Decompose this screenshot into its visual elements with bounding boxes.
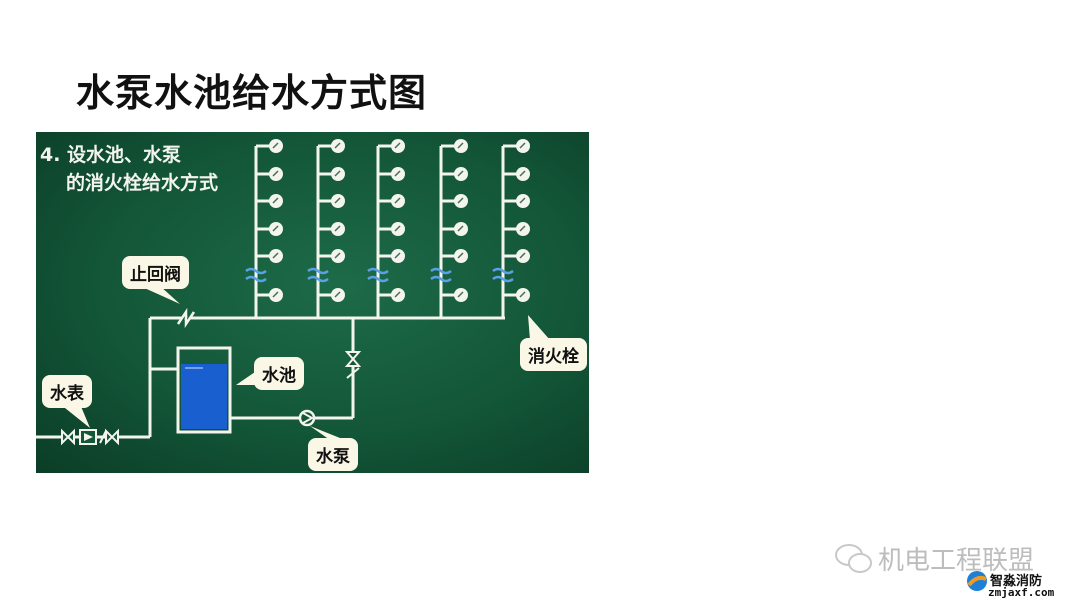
hydrant-mark: [334, 197, 341, 204]
hydrant-mark: [519, 197, 526, 204]
gate-valve-icon: [105, 428, 119, 446]
gate-valve-icon: [61, 428, 75, 446]
hydrant-mark: [457, 170, 464, 177]
tank-outline: [176, 346, 232, 434]
hydrant-mark: [334, 142, 341, 149]
callout-tail: [140, 286, 180, 304]
brand-url: zmjaxf.com: [988, 586, 1055, 599]
hydrant-mark: [519, 252, 526, 259]
hydrant-mark: [272, 291, 279, 298]
page-title: 水泵水池给水方式图: [76, 71, 428, 115]
pipe-network: [36, 139, 550, 446]
hydrant-mark: [334, 170, 341, 177]
hydrant-mark: [394, 170, 401, 177]
callout-hydrant: 消火栓: [520, 338, 587, 371]
hydrant-mark: [272, 252, 279, 259]
callout-tail: [60, 404, 90, 428]
hydrant-mark: [457, 225, 464, 232]
hydrant-mark: [334, 291, 341, 298]
callout-tail: [236, 370, 258, 385]
watermark-text: 机电工程联盟: [878, 546, 1035, 576]
callout-tank: 水池: [254, 357, 304, 390]
water-supply-diagram: 4. 设水池、水泵 的消火栓给水方式 止回阀 水表 水池 水泵 消火栓: [36, 132, 589, 473]
pump-arrow: [302, 412, 315, 424]
callout-tail: [528, 315, 550, 340]
pipe-break-symbol: [430, 267, 452, 283]
callout-water-meter: 水表: [42, 375, 92, 408]
hydrant-mark: [394, 252, 401, 259]
hydrant-mark: [272, 225, 279, 232]
pipe-break-symbol: [367, 267, 389, 283]
wechat-icon: [835, 544, 872, 573]
hydrant-mark: [519, 291, 526, 298]
hydrant-mark: [334, 252, 341, 259]
hydrant-mark: [457, 291, 464, 298]
callout-tail: [310, 426, 345, 440]
hydrant-mark: [519, 225, 526, 232]
diagram-heading-1: 4. 设水池、水泵: [40, 144, 182, 166]
hydrant-mark: [272, 197, 279, 204]
hydrant-mark: [519, 142, 526, 149]
hydrant-mark: [457, 142, 464, 149]
hydrant-mark: [519, 170, 526, 177]
water-meter-arrow: [84, 433, 93, 441]
check-valve-icon: [176, 307, 196, 329]
hydrant-mark: [272, 170, 279, 177]
hydrant-mark: [272, 142, 279, 149]
check-valve-icon: [99, 430, 107, 444]
callout-check-valve: 止回阀: [122, 256, 189, 289]
brand-name: 智淼消防: [990, 574, 1043, 589]
hydrant-mark: [394, 197, 401, 204]
diagram-heading-2: 的消火栓给水方式: [66, 172, 219, 194]
hydrant-mark: [394, 225, 401, 232]
hydrant-mark: [334, 225, 341, 232]
pump-check-valve-icon: [344, 351, 362, 379]
pipe-break-symbol: [492, 267, 514, 283]
pipe-break-symbol: [307, 267, 329, 283]
hydrant-mark: [394, 142, 401, 149]
brand-logo-icon: [967, 571, 987, 591]
hydrant-mark: [457, 197, 464, 204]
tank-water: [181, 364, 227, 429]
hydrant-mark: [457, 252, 464, 259]
callout-pump: 水泵: [308, 438, 358, 471]
hydrant-mark: [394, 291, 401, 298]
pipe-break-symbol: [245, 267, 267, 283]
